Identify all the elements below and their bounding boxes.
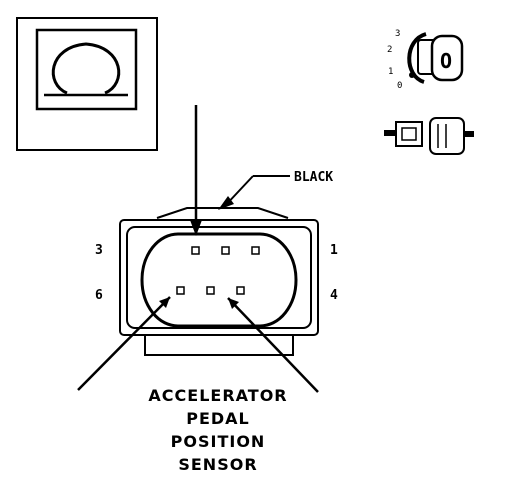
component-name-line-2: PEDAL [186, 409, 250, 428]
component-name: ACCELERATOR PEDAL POSITION SENSOR [148, 386, 287, 474]
connector-plug-icon [384, 117, 474, 155]
key-position-3: 3 [395, 29, 400, 39]
component-name-line-1: ACCELERATOR [148, 386, 287, 405]
key-cut-letter: O [440, 49, 452, 73]
pin-5-cavity [206, 286, 215, 295]
pin-label-top-left: 3 [95, 243, 103, 258]
pin-1-cavity [251, 246, 260, 255]
pin-label-bottom-left: 6 [95, 288, 103, 303]
pin-label-top-right: 1 [330, 243, 338, 258]
wire-color-label: BLACK [294, 170, 333, 185]
connector-face [119, 207, 319, 356]
component-name-line-4: SENSOR [178, 455, 257, 474]
ignition-key-icon: 3 2 1 0 O [387, 29, 464, 91]
name-arrows [77, 296, 319, 393]
pin-4-cavity [236, 286, 245, 295]
key-position-0: 0 [397, 81, 402, 91]
sensor-symbol-box [16, 17, 158, 151]
pin-3-cavity [191, 246, 200, 255]
key-position-2: 2 [387, 45, 392, 55]
pin-arrow [190, 105, 202, 236]
pin-6-cavity [176, 286, 185, 295]
component-name-line-3: POSITION [171, 432, 266, 451]
omega-symbol-icon [44, 42, 128, 97]
pin-2-cavity [221, 246, 230, 255]
key-position-1: 1 [388, 67, 393, 77]
pin-label-bottom-right: 4 [330, 288, 338, 303]
wire-color-callout: BLACK [218, 170, 333, 210]
